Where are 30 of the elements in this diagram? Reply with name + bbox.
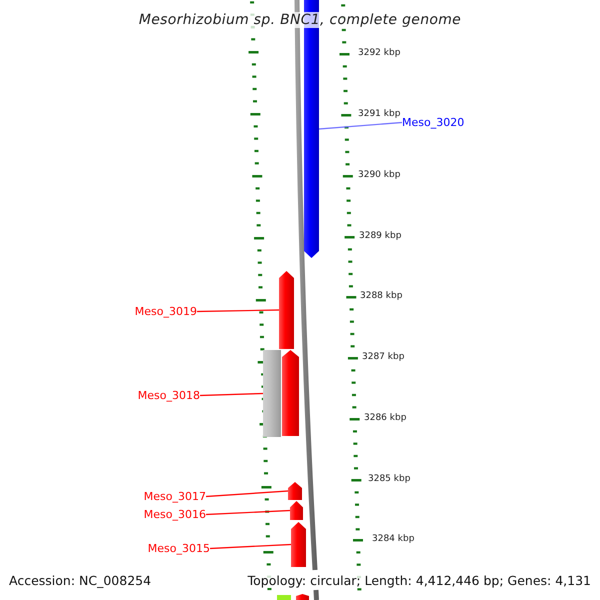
gene-feature xyxy=(282,350,299,436)
genome-info-text: Topology: circular; Length: 4,412,446 bp; Genes: 4,131 xyxy=(248,573,591,588)
gene-feature xyxy=(291,522,306,567)
leader-line xyxy=(206,490,288,498)
scale-label: 3291 kbp xyxy=(358,109,400,119)
scale-label: 3292 kbp xyxy=(358,48,400,58)
scale-label: 3286 kbp xyxy=(364,413,406,423)
gene-label: Meso_3020 xyxy=(402,116,464,129)
scale-label: 3290 kbp xyxy=(358,170,400,180)
leader-line xyxy=(196,309,280,312)
leader-line xyxy=(210,544,292,550)
diagram-title: Mesorhizobium sp. BNC1, complete genome xyxy=(138,12,462,28)
accession-text: Accession: NC_008254 xyxy=(9,573,152,588)
gene-label: Meso_3015 xyxy=(148,542,210,555)
gene-feature xyxy=(288,482,302,500)
gene-feature xyxy=(279,271,294,349)
gene-label: Meso_3018 xyxy=(138,389,200,402)
scale-label: 3289 kbp xyxy=(359,231,402,241)
gene-feature xyxy=(290,501,303,520)
gene-label: Meso_3019 xyxy=(134,305,197,318)
leader-line xyxy=(200,392,264,396)
gene-label: Meso_3016 xyxy=(144,508,206,521)
gene-label: Meso_3017 xyxy=(144,490,206,503)
scale-label: 3288 kbp xyxy=(360,291,402,301)
gene-region xyxy=(263,350,281,437)
leader-line xyxy=(318,122,402,130)
scale-label: 3285 kbp xyxy=(368,474,410,484)
scale-label: 3284 kbp xyxy=(372,534,414,544)
scale-label: 3287 kbp xyxy=(362,352,404,362)
leader-line xyxy=(206,510,290,516)
